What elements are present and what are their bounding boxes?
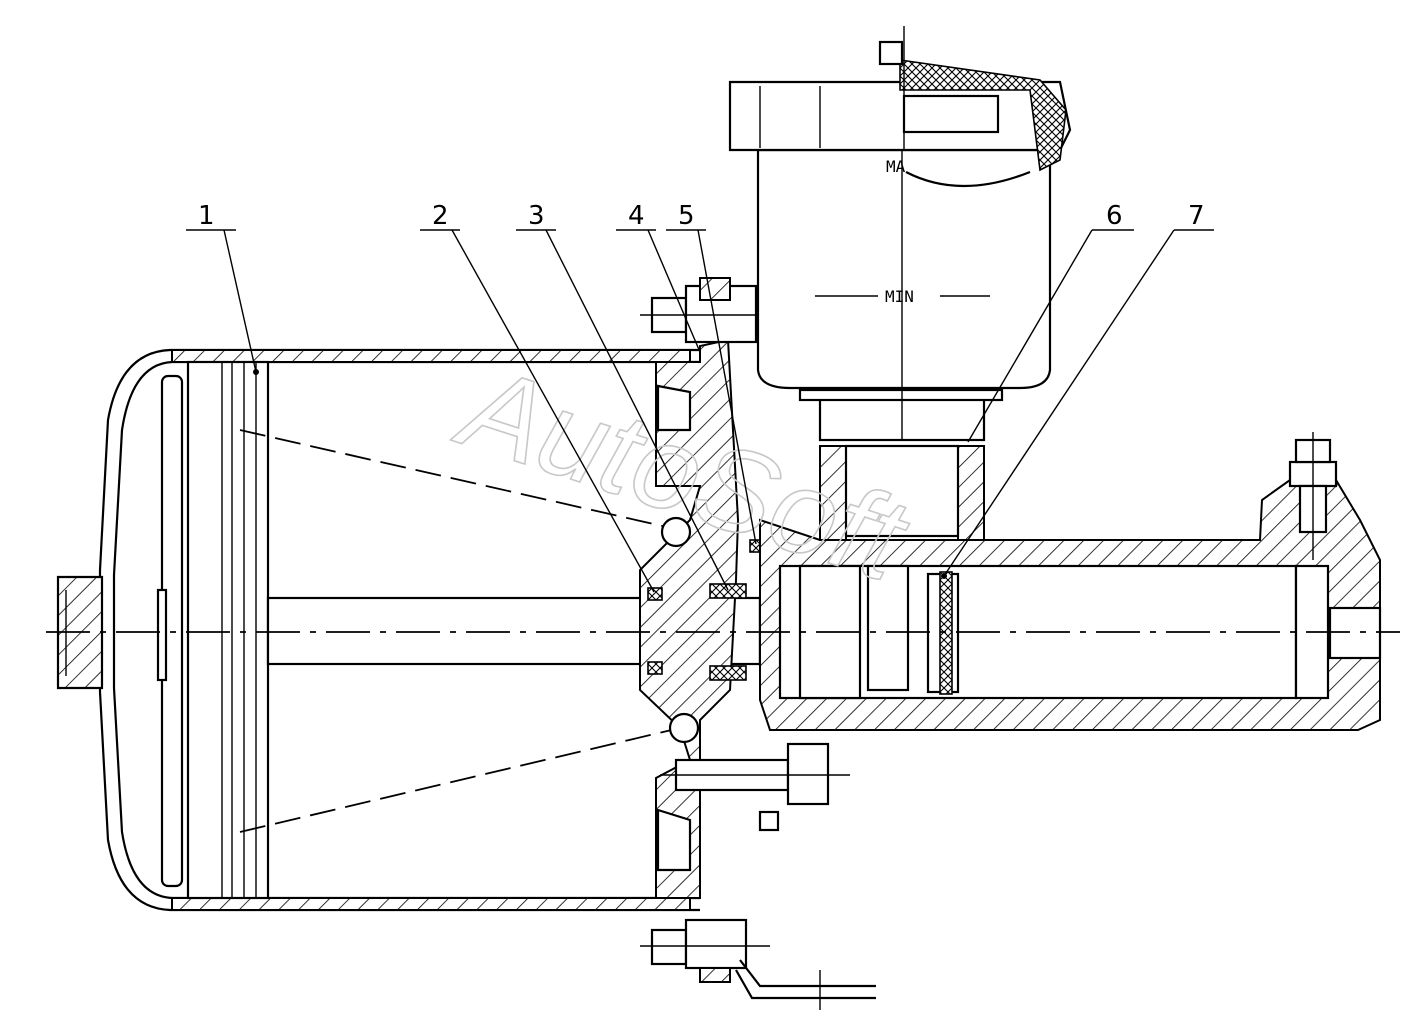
callout-label-7: 7	[1188, 201, 1205, 231]
bottom-bolt	[640, 918, 876, 1010]
top-bolt	[640, 277, 770, 344]
reservoir-cap	[728, 26, 1072, 172]
callout-7: 7	[943, 201, 1214, 577]
min-level-label: MIN	[885, 287, 914, 306]
callout-5: 5	[666, 201, 757, 545]
seal-item-3-lower	[709, 665, 747, 681]
seal-item-3	[709, 583, 747, 599]
callout-2: 2	[420, 201, 655, 593]
callout-1: 1	[186, 201, 257, 373]
mid-bolt	[660, 742, 850, 832]
callout-3: 3	[516, 201, 729, 591]
callout-label-2: 2	[432, 201, 449, 231]
fluid-reservoir: MA MIN	[756, 148, 1052, 440]
seal-item-2	[647, 587, 663, 601]
callout-label-3: 3	[528, 201, 545, 231]
callout-label-6: 6	[1106, 201, 1123, 231]
callout-6: 6	[967, 201, 1134, 443]
callout-label-5: 5	[678, 201, 695, 231]
callout-4: 4	[616, 201, 701, 353]
piston-assembly	[156, 360, 270, 900]
callout-label-4: 4	[628, 201, 645, 231]
air-chamber-housing	[56, 348, 700, 912]
seal-ring-dot	[253, 369, 259, 375]
max-level-label: MA	[886, 157, 906, 176]
seal-item-2-lower	[647, 661, 663, 675]
cover-flange	[639, 338, 740, 899]
callout-label-1: 1	[198, 201, 215, 231]
